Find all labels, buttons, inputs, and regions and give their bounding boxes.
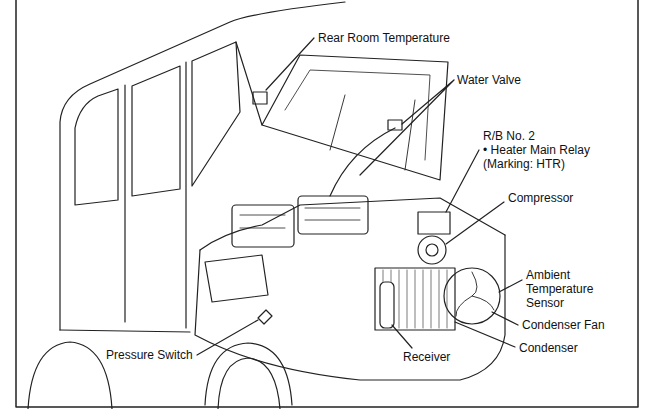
condenser bbox=[375, 268, 455, 330]
frame bbox=[16, 0, 638, 407]
part-label: Condenser bbox=[519, 341, 578, 355]
pressure-switch bbox=[258, 310, 272, 324]
part-label: Ambient Temperature Sensor bbox=[526, 268, 616, 310]
water-valve bbox=[388, 120, 402, 130]
part-label: Water Valve bbox=[457, 73, 521, 87]
part-label: • Heater Main Relay (Marking: HTR) bbox=[483, 143, 618, 171]
open-hood bbox=[262, 55, 448, 180]
front-wheel-arch bbox=[205, 343, 292, 405]
condenser-fan bbox=[444, 268, 500, 324]
leader-line bbox=[197, 320, 258, 355]
rear-wheel-arch bbox=[28, 342, 112, 409]
engine-part bbox=[232, 205, 294, 247]
part-label: Receiver bbox=[403, 350, 450, 364]
heater-hose bbox=[330, 128, 395, 196]
leader-line bbox=[492, 312, 518, 325]
door-window bbox=[192, 42, 240, 186]
leader-line bbox=[266, 38, 314, 90]
compressor-hub bbox=[426, 244, 438, 256]
front-fascia bbox=[195, 235, 505, 380]
a-pillar bbox=[236, 42, 262, 125]
engine-detail bbox=[240, 208, 360, 228]
leader-line bbox=[360, 80, 454, 175]
part-label: Compressor bbox=[508, 191, 573, 205]
leader-line bbox=[446, 150, 479, 212]
compressor bbox=[418, 236, 446, 264]
headlight bbox=[205, 255, 268, 302]
part-label: R/B No. 2 bbox=[483, 129, 535, 143]
leader-line bbox=[499, 280, 522, 292]
body-outline bbox=[60, 2, 345, 330]
leader-line bbox=[455, 322, 515, 347]
engine-part bbox=[298, 196, 368, 234]
door-lines bbox=[60, 62, 190, 332]
side-window bbox=[132, 66, 180, 196]
relay-block bbox=[418, 212, 450, 234]
engine-bay bbox=[200, 198, 505, 250]
front-wheel bbox=[218, 358, 280, 409]
rear-window bbox=[75, 89, 118, 205]
part-label: Pressure Switch bbox=[106, 348, 193, 362]
receiver bbox=[380, 282, 394, 328]
leader-line bbox=[392, 325, 412, 348]
leader-line bbox=[446, 202, 504, 244]
part-label: Rear Room Temperature bbox=[318, 31, 450, 45]
part-label: Condenser Fan bbox=[522, 318, 605, 332]
fan-blades bbox=[456, 272, 494, 316]
temperature-sensor bbox=[253, 92, 267, 104]
